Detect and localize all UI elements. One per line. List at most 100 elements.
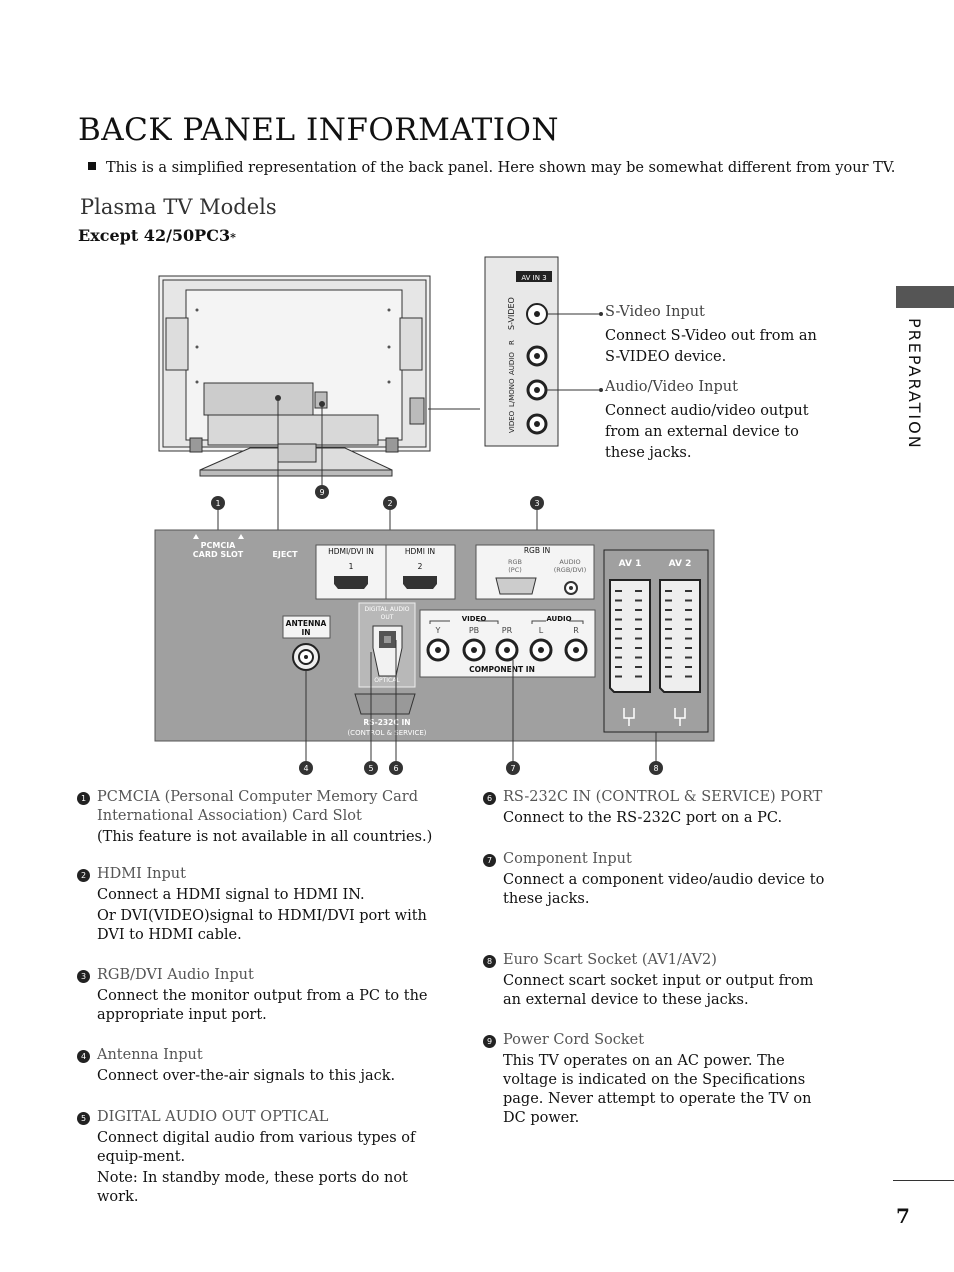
scart-pin [635, 675, 642, 678]
number-badge: 2 [77, 869, 90, 882]
description-body: (This feature is not available in all co… [97, 829, 433, 845]
digital-audio-label-1: DIGITAL AUDIO [365, 606, 410, 613]
eject-arrow-icon [193, 534, 244, 539]
pr-label: PR [502, 626, 513, 635]
marker-5: 5 [368, 764, 373, 773]
top-markers: 1 2 3 9 [211, 485, 544, 510]
r-label: R [573, 626, 579, 635]
description-title: RS-232C IN (CONTROL & SERVICE) PORT [503, 789, 823, 805]
description-body: Connect a HDMI signal to HDMI IN. [97, 887, 365, 903]
av2-label: AV 2 [669, 559, 692, 569]
pb-label: PB [469, 626, 479, 635]
side-label: PREPARATION [905, 318, 924, 450]
scart-pin [665, 675, 672, 678]
description-title: Component Input [503, 851, 632, 867]
vga-port-icon [495, 577, 537, 595]
mono-vertical-label: L/MONO [508, 378, 516, 407]
rgb-in-label: RGB IN [524, 546, 550, 555]
description-body: Connect digital audio from various types… [97, 1130, 416, 1165]
model-note-text: Except 42/50PC3 [78, 226, 231, 245]
scart-pin [615, 647, 622, 649]
scart-pin [615, 590, 622, 592]
back-panel-diagram: AV IN 3 S-VIDEO VIDEO L/MONO AUDIO R 1 2… [154, 256, 715, 775]
scart-pin [615, 618, 622, 621]
audio-vertical-label: AUDIO [508, 352, 516, 375]
av-desc: Connect audio/video output from an exter… [605, 403, 809, 461]
hdmi-2-label: 2 [418, 562, 423, 571]
description-heading: 7 Component Input [483, 850, 835, 869]
scart-pin [615, 656, 622, 659]
scart-pin [635, 647, 642, 649]
footer-rule [893, 1180, 954, 1181]
av-in3-label: AV IN 3 [521, 274, 546, 282]
scart-pin [665, 628, 672, 630]
av-title: Audio/Video Input [605, 379, 738, 395]
number-badge: 8 [483, 955, 496, 968]
bottom-markers: 4 5 6 7 8 [299, 761, 663, 775]
y-label: Y [435, 626, 441, 635]
number-badge: 4 [77, 1050, 90, 1063]
rs232c-label: RS-232C IN [363, 718, 410, 727]
pcmcia-label: PCMCIA [201, 541, 237, 550]
hdmi-2-port-icon [403, 576, 437, 589]
scart-pin [615, 609, 622, 611]
description-heading: 2 HDMI Input [77, 865, 439, 884]
scart-pin [665, 590, 672, 592]
bullet-square-icon [88, 162, 96, 170]
description-body: Note: In standby mode, these ports do no… [97, 1170, 408, 1205]
l-label: L [539, 626, 544, 635]
rs232c-port-icon [354, 693, 416, 715]
video-vertical-label: VIDEO [508, 410, 516, 433]
description-body: Or DVI(VIDEO)signal to HDMI/DVI port wit… [97, 908, 427, 943]
scart-pin [665, 647, 672, 649]
av1-label: AV 1 [619, 559, 642, 569]
description-title: HDMI Input [97, 866, 186, 882]
description-body: Connect a component video/audio device t… [503, 872, 825, 907]
rgb-pc-label-1: RGB [508, 558, 522, 566]
component-video-label: VIDEO [462, 615, 487, 623]
scart-pin [685, 675, 692, 678]
scart-pin [685, 590, 692, 592]
scart-pin [685, 647, 692, 649]
scart-pin [635, 609, 642, 611]
page-title: BACK PANEL INFORMATION [78, 112, 560, 148]
scart-av2-plug-icon [674, 708, 686, 726]
description-title: RGB/DVI Audio Input [97, 967, 254, 983]
svideo-desc: Connect S-Video out from an S-VIDEO devi… [605, 328, 817, 365]
scart-pin [615, 666, 622, 668]
scart-pins [615, 590, 692, 678]
scart-pin [665, 656, 672, 659]
intro-note-text: This is a simplified representation of t… [106, 160, 896, 176]
scart-pin [635, 590, 642, 592]
description-body: Connect to the RS-232C port on a PC. [503, 810, 783, 826]
scart-av1-icon [609, 579, 651, 693]
rgb-pc-label-2: (PC) [508, 566, 522, 574]
scart-pin [685, 618, 692, 621]
scart-pin [635, 656, 642, 659]
optical-label: OPTICAL [374, 677, 400, 684]
audio-rgb-label-1: AUDIO [559, 558, 580, 566]
scart-pin [635, 666, 642, 668]
number-badge: 3 [77, 970, 90, 983]
audio-rgb-label-2: (RGB/DVI) [554, 566, 587, 574]
scart-pin [615, 628, 622, 630]
scart-pin [665, 637, 672, 640]
marker-1: 1 [215, 499, 220, 508]
scart-pin [665, 666, 672, 668]
number-badge: 1 [77, 792, 90, 805]
description-title: Euro Scart Socket (AV1/AV2) [503, 952, 717, 968]
marker-2: 2 [387, 499, 392, 508]
number-badge: 7 [483, 854, 496, 867]
side-av-panel: AV IN 3 S-VIDEO VIDEO L/MONO AUDIO R [484, 256, 559, 447]
model-note: Except 42/50PC3* [78, 226, 236, 245]
scart-pin [615, 599, 622, 602]
scart-pin [685, 666, 692, 668]
scart-pin [665, 618, 672, 621]
side-tab [896, 286, 954, 308]
description-body: Connect over-the-air signals to this jac… [97, 1068, 396, 1084]
